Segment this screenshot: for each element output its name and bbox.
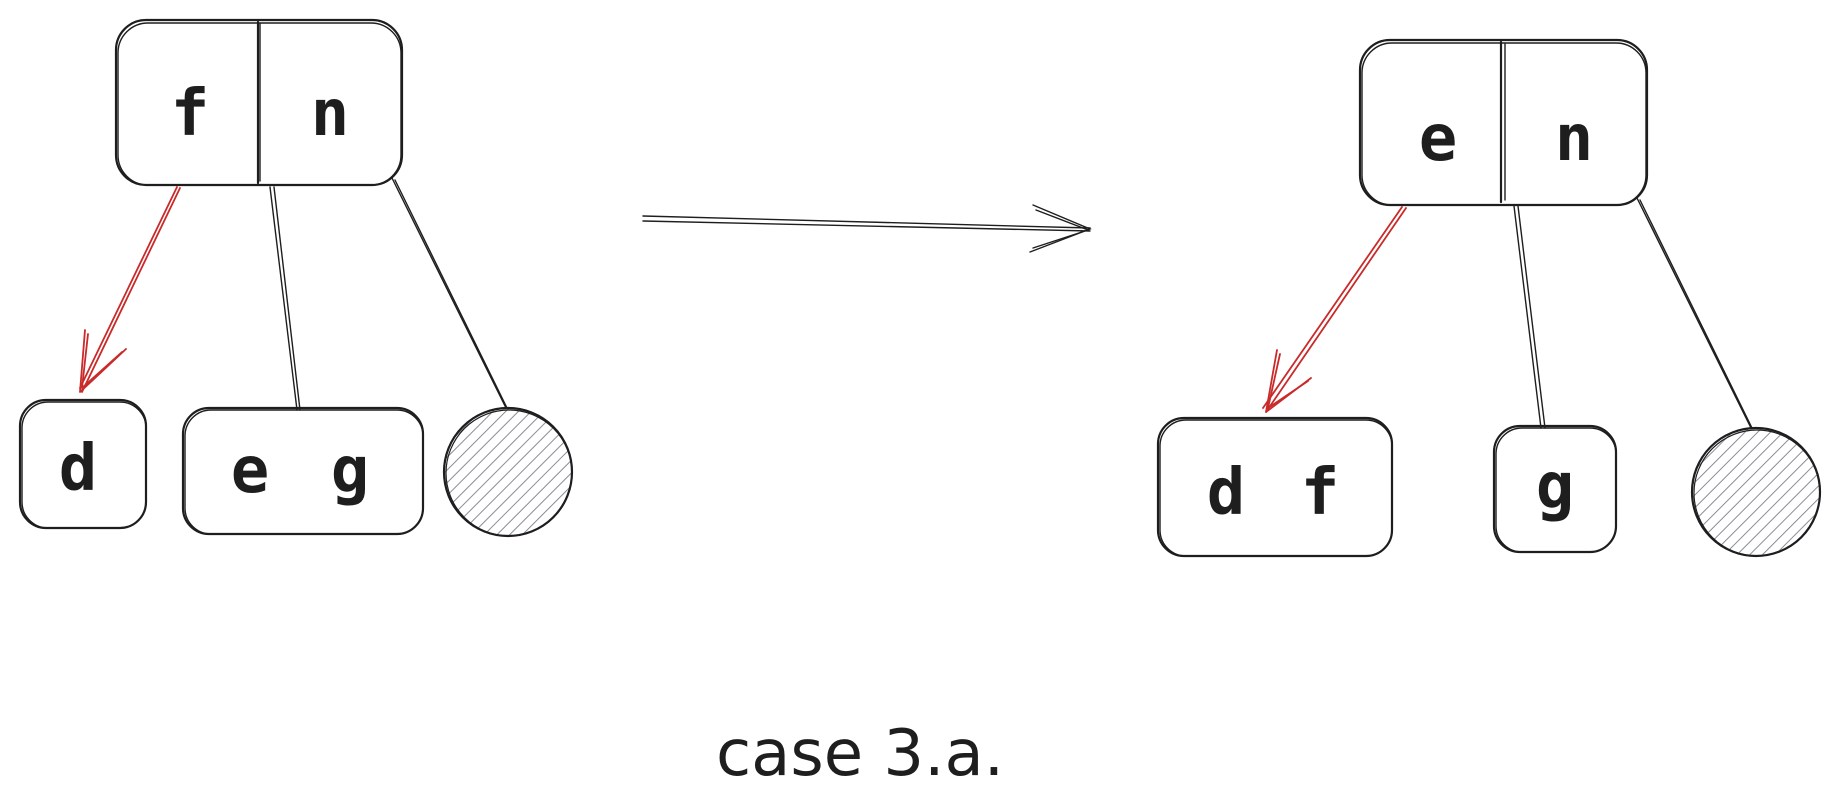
left-root-key-1: f [171,77,210,151]
left-child-1-key-1: d [59,432,98,506]
right-child-2-key-1: g [1536,450,1575,524]
right-root-key-2: n [1555,102,1594,176]
transition-arrow [642,204,1092,253]
right-child-1-key-2: f [1301,456,1340,530]
left-child-node-2: e g [181,406,425,536]
right-pointer-arrow [1262,206,1407,413]
left-root-node: f n [114,18,404,187]
right-root-key-1: e [1419,102,1458,176]
right-child-node-2: g [1492,424,1618,554]
left-child-node-1: d [18,398,148,530]
left-pointer-arrow [79,186,181,393]
right-child-1-key-1: d [1207,456,1246,530]
left-child-2-key-1: e [231,434,270,508]
left-tree: f n d e g [18,18,574,538]
left-edge-middle [269,186,301,411]
right-child-node-1: d f [1156,416,1394,558]
right-edge-right [1636,197,1753,431]
right-root-node: e n [1358,38,1649,207]
left-root-key-2: n [311,77,350,151]
right-null-child [1690,426,1822,558]
left-edge-right [391,177,509,413]
right-edge-middle [1513,205,1546,429]
left-null-child [442,406,574,538]
left-child-2-key-2: g [331,434,370,508]
diagram-caption: case 3.a. [716,717,1004,791]
right-tree: e n d f g [1156,38,1822,558]
